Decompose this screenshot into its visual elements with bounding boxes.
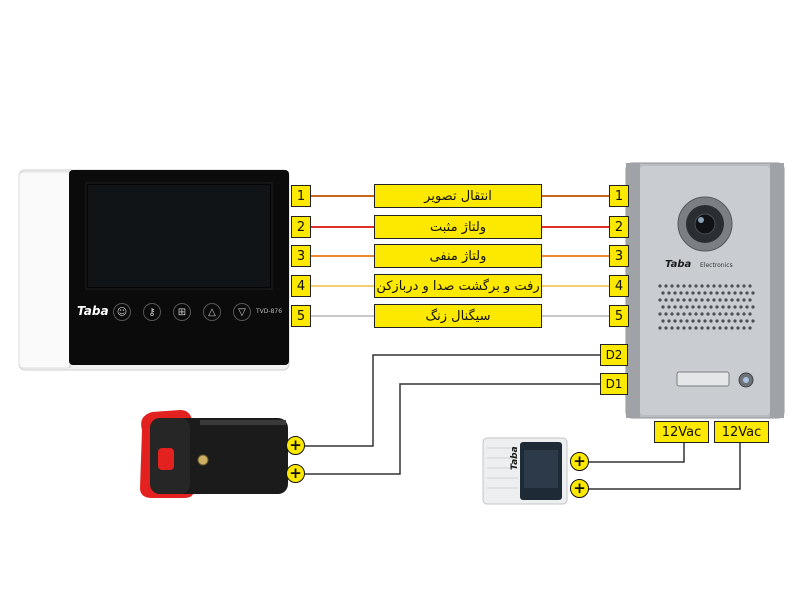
- wire-function-2: ولتاژ مثبت: [374, 215, 542, 239]
- right-terminal-3: 3: [609, 245, 629, 267]
- down-arrow-icon[interactable]: ▽: [233, 303, 251, 321]
- right-terminal-1: 1: [609, 185, 629, 207]
- power-wires: [588, 442, 741, 490]
- door-panel-brand-sub: Electronics: [700, 262, 733, 269]
- lock-wires: [305, 354, 600, 475]
- adapter-plus-terminal-2: +: [570, 479, 589, 498]
- door-panel: [625, 162, 785, 419]
- power-label-left: 12Vac: [654, 421, 709, 443]
- right-terminal-4: 4: [609, 275, 629, 297]
- colored-wires: [311, 195, 609, 317]
- power-adapter: [482, 437, 568, 505]
- user-icon[interactable]: ☺: [113, 303, 131, 321]
- left-terminal-5: 5: [291, 305, 311, 327]
- terminal-d2: D2: [600, 344, 628, 366]
- wire-function-1: انتقال تصویر: [374, 184, 542, 208]
- monitor-model-label: TVD-876: [256, 308, 283, 315]
- wire-function-5: سیگنال زنگ: [374, 304, 542, 328]
- terminal-d1: D1: [600, 373, 628, 395]
- door-panel-brand-logo: Taba: [665, 259, 692, 270]
- left-terminal-3: 3: [291, 245, 311, 267]
- left-terminal-2: 2: [291, 216, 311, 238]
- left-terminal-4: 4: [291, 275, 311, 297]
- wire-function-3: ولتاژ منفی: [374, 244, 542, 268]
- left-terminal-1: 1: [291, 185, 311, 207]
- right-terminal-2: 2: [609, 216, 629, 238]
- key-icon[interactable]: ⚷: [143, 303, 161, 321]
- up-arrow-icon[interactable]: △: [203, 303, 221, 321]
- electric-lock: [140, 410, 288, 498]
- adapter-brand-logo: Taba: [510, 446, 520, 470]
- lock-plus-terminal-1: +: [286, 436, 305, 455]
- right-terminal-5: 5: [609, 305, 629, 327]
- monitor-brand-logo: Taba: [77, 304, 109, 318]
- speaker-grille: [658, 284, 755, 330]
- adapter-plus-terminal-1: +: [570, 452, 589, 471]
- wire-function-4: رفت و برگشت صدا و دربازکن: [374, 274, 542, 298]
- lock-plus-terminal-2: +: [286, 464, 305, 483]
- menu-grid-icon[interactable]: ⊞: [173, 303, 191, 321]
- power-label-right: 12Vac: [714, 421, 769, 443]
- video-monitor: [18, 169, 290, 371]
